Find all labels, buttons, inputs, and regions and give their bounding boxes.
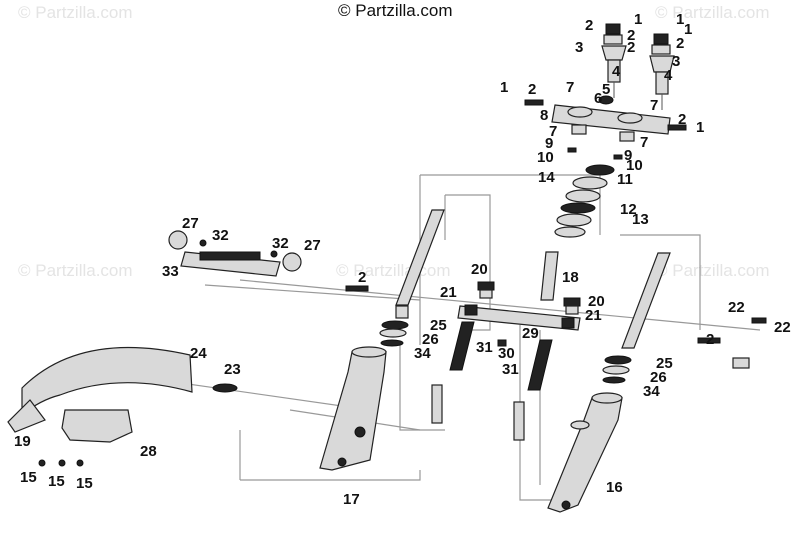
callout-26: 26 <box>422 331 439 348</box>
front-fender <box>7 346 238 467</box>
upper-bracket <box>524 95 687 160</box>
callout-7: 7 <box>640 134 648 151</box>
watermark-top-left: © Partzilla.com <box>18 3 133 22</box>
callout-2: 2 <box>585 17 593 34</box>
callout-21: 21 <box>585 307 602 324</box>
callout-1: 1 <box>684 21 692 38</box>
callout-1: 1 <box>500 79 508 96</box>
callout-31: 31 <box>476 339 493 356</box>
handlebar-clamp <box>168 230 302 277</box>
callout-14: 14 <box>538 169 555 186</box>
callout-26: 26 <box>650 369 667 386</box>
callout-27: 27 <box>182 215 199 232</box>
callout-34: 34 <box>414 345 431 362</box>
callout-11: 11 <box>617 171 633 188</box>
callout-22: 22 <box>728 299 745 316</box>
callout-24: 24 <box>190 345 207 362</box>
callout-21: 21 <box>440 284 457 301</box>
copyright-notice: © Partzilla.com <box>338 1 453 20</box>
callout-10: 10 <box>626 157 643 174</box>
left-inner-tube <box>379 209 445 347</box>
callout-10: 10 <box>537 149 554 166</box>
callout-15: 15 <box>76 475 93 492</box>
callout-2: 2 <box>627 39 635 56</box>
callout-7: 7 <box>650 97 658 114</box>
front-axle <box>345 285 767 369</box>
watermark-top-right: © Partzilla.com <box>655 3 770 22</box>
callout-2: 2 <box>678 111 686 128</box>
watermark-mid-right: © Partzilla.com <box>655 261 770 280</box>
callout-4: 4 <box>612 63 621 80</box>
steering-stem <box>457 251 581 331</box>
assembly-guide-lines <box>159 174 761 501</box>
damper-caps <box>477 281 581 347</box>
callout-2: 2 <box>676 35 684 52</box>
callout-15: 15 <box>48 473 65 490</box>
callout-2: 2 <box>627 27 635 44</box>
callout-17: 17 <box>343 491 360 508</box>
callout-1: 1 <box>696 119 704 136</box>
callout-2: 2 <box>528 81 536 98</box>
callout-25: 25 <box>656 355 673 372</box>
callout-28: 28 <box>140 443 157 460</box>
callout-34: 34 <box>643 383 660 400</box>
callout-4: 4 <box>664 67 673 84</box>
callout-9: 9 <box>624 147 632 164</box>
callout-23: 23 <box>224 361 241 378</box>
callout-9: 9 <box>545 135 553 152</box>
callout-8: 8 <box>540 107 548 124</box>
callout-3: 3 <box>672 53 680 70</box>
callout-5: 5 <box>602 81 610 98</box>
callout-20: 20 <box>588 293 605 310</box>
callout-labels: 1 1 1 1 1 2 2 2 2 2 2 2 2 3 3 4 4 5 6 7 … <box>14 11 791 508</box>
right-outer-tube <box>547 392 623 513</box>
callout-1: 1 <box>634 11 642 28</box>
callout-32: 32 <box>272 235 289 252</box>
callout-30: 30 <box>498 345 515 362</box>
callout-33: 33 <box>162 263 179 280</box>
callout-31: 31 <box>502 361 519 378</box>
left-fork-cap-assembly <box>601 23 627 98</box>
callout-7: 7 <box>566 79 574 96</box>
callout-27: 27 <box>304 237 321 254</box>
callout-2: 2 <box>358 269 366 286</box>
callout-7: 7 <box>549 123 557 140</box>
left-outer-tube <box>319 346 387 471</box>
callout-32: 32 <box>212 227 229 244</box>
callout-25: 25 <box>430 317 447 334</box>
callout-6: 6 <box>594 90 602 107</box>
callout-3: 3 <box>575 39 583 56</box>
callout-15: 15 <box>20 469 37 486</box>
damper-rods <box>431 384 525 441</box>
watermark-mid-left: © Partzilla.com <box>18 261 133 280</box>
callout-13: 13 <box>632 211 649 228</box>
fork-springs <box>449 321 553 391</box>
callout-1: 1 <box>676 11 684 28</box>
callout-2: 2 <box>706 331 714 348</box>
callout-19: 19 <box>14 433 31 450</box>
callout-29: 29 <box>522 325 539 342</box>
callout-20: 20 <box>471 261 488 278</box>
right-inner-tube <box>602 252 671 384</box>
callout-16: 16 <box>606 479 623 496</box>
steering-bearings <box>554 164 615 238</box>
callout-18: 18 <box>562 269 579 286</box>
callout-22: 22 <box>774 319 791 336</box>
watermark-mid-center: © Partzilla.com <box>336 261 451 280</box>
right-fork-cap-assembly <box>649 33 675 110</box>
callout-12: 12 <box>620 201 637 218</box>
